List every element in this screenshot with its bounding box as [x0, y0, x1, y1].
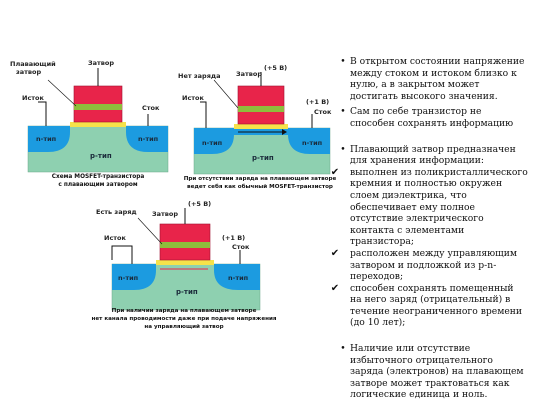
no-charge-label: Нет заряда [178, 72, 221, 80]
gate-label: Затвор [236, 70, 262, 78]
n-region-right [288, 128, 330, 154]
oxide-layer [70, 122, 126, 127]
check-item: ✔ расположен между управляющим затвором и… [331, 247, 528, 283]
p-label: p-тип [90, 152, 112, 160]
no-charge-pointer [213, 79, 239, 109]
text-column: • В открытом состоянии напряжение между с… [331, 56, 528, 401]
n-left-label: n-тип [118, 274, 138, 282]
diagram-mosfet-floating-gate: Плавающий затвор Затвор Исток Сток n-тип… [10, 59, 169, 188]
bullet-text: Сам по себе транзистор не способен сохра… [350, 106, 514, 129]
caption-line-2: нет канала проводимости даже при подаче … [91, 316, 276, 322]
source-label: Исток [104, 234, 127, 242]
p-label: p-тип [252, 154, 274, 162]
gate-voltage: (+5 В) [188, 200, 211, 208]
drain-label: Сток [314, 108, 332, 116]
bullet-item: • Наличие или отсутствие избыточного отри… [338, 343, 528, 401]
caption-line-2: ведет себя как обычный MOSFET-транзистор [187, 183, 333, 190]
float-gate-label-2: затвор [16, 68, 42, 76]
p-label: p-тип [176, 288, 198, 296]
bullet-item: • В открытом состоянии напряжение между с… [338, 56, 528, 102]
check-item: ✔ способен сохранять помещенный на него з… [331, 282, 528, 329]
n-region-left [28, 126, 70, 152]
n-left-label: n-тип [36, 135, 56, 143]
gate-voltage: (+5 В) [264, 64, 287, 72]
floating-gate [74, 104, 122, 110]
bullet-text: Наличие или отсутствие избыточного отриц… [350, 343, 524, 401]
caption-line-2: с плавающим затвором [58, 182, 137, 188]
floating-gate [238, 106, 284, 112]
n-region-left [194, 128, 234, 154]
float-gate-pointer [47, 79, 77, 107]
oxide-layer [234, 124, 288, 129]
n-region-left [112, 264, 156, 290]
n-region-right [126, 126, 168, 152]
bullet-list-top: • В открытом состоянии напряжение между с… [331, 56, 528, 401]
check-icon: ✔ [330, 247, 340, 259]
n-right-label: n-тип [302, 139, 322, 147]
n-region-right [214, 264, 260, 290]
drain-label: Сток [142, 104, 160, 112]
n-right-label: n-тип [228, 274, 248, 282]
gate-label: Затвор [152, 210, 178, 218]
check-text: способен сохранять помещенный на него за… [350, 282, 523, 329]
channel-arrow-head [282, 129, 287, 135]
bullet-text: В открытом состоянии напряжение между ст… [350, 56, 525, 102]
diagram-with-charge: Есть заряд Затвор (+5 В) (+1 В) Исток Ст… [91, 200, 276, 330]
n-left-label: n-тип [202, 139, 222, 147]
bullet-marker: • [340, 343, 346, 355]
gate-label: Затвор [88, 59, 114, 67]
source-label: Исток [22, 94, 45, 102]
bullet-text: Плавающий затвор предназначен для хранен… [350, 143, 516, 167]
check-text: расположен между управляющим затвором и … [350, 247, 517, 283]
spacer [338, 329, 528, 343]
drain-voltage: (+1 В) [222, 234, 245, 242]
source-wire [38, 101, 47, 126]
spacer [338, 130, 528, 144]
floating-gate [160, 242, 210, 248]
control-gate [237, 85, 285, 125]
drain-label: Сток [232, 243, 250, 251]
oxide-layer [156, 260, 214, 265]
source-wire [111, 245, 133, 264]
charge-label: Есть заряд [96, 208, 137, 216]
caption-line-1: Схема MOSFET-транзистора [52, 174, 145, 180]
bullet-marker: • [340, 106, 346, 118]
source-wire [200, 101, 207, 128]
float-gate-label-1: Плавающий [10, 60, 56, 68]
charge-pointer [137, 217, 163, 245]
check-icon: ✔ [330, 166, 340, 178]
caption-line-1: При наличии заряда на плавающем затворе [112, 308, 257, 314]
drain-voltage: (+1 В) [306, 98, 329, 106]
bullet-marker: • [340, 56, 346, 67]
caption-line-3: на управляющий затвор [144, 323, 223, 330]
bullet-item: • Сам по себе транзистор не способен сохр… [338, 106, 528, 129]
caption-line-1: При отсутствии заряда на плавающем затво… [184, 176, 337, 182]
bullet-marker: • [340, 143, 346, 155]
bullet-item: • Плавающий затвор предназначен для хране… [338, 144, 528, 167]
check-text: выполнен из поликристаллического кремния… [350, 166, 528, 248]
check-item: ✔ выполнен из поликристаллического кремни… [331, 166, 528, 248]
diagram-no-charge: Нет заряда Затвор (+5 В) (+1 В) Исток Ст… [178, 64, 337, 190]
source-label: Исток [182, 94, 205, 102]
n-right-label: n-тип [138, 135, 158, 143]
check-icon: ✔ [330, 282, 340, 294]
